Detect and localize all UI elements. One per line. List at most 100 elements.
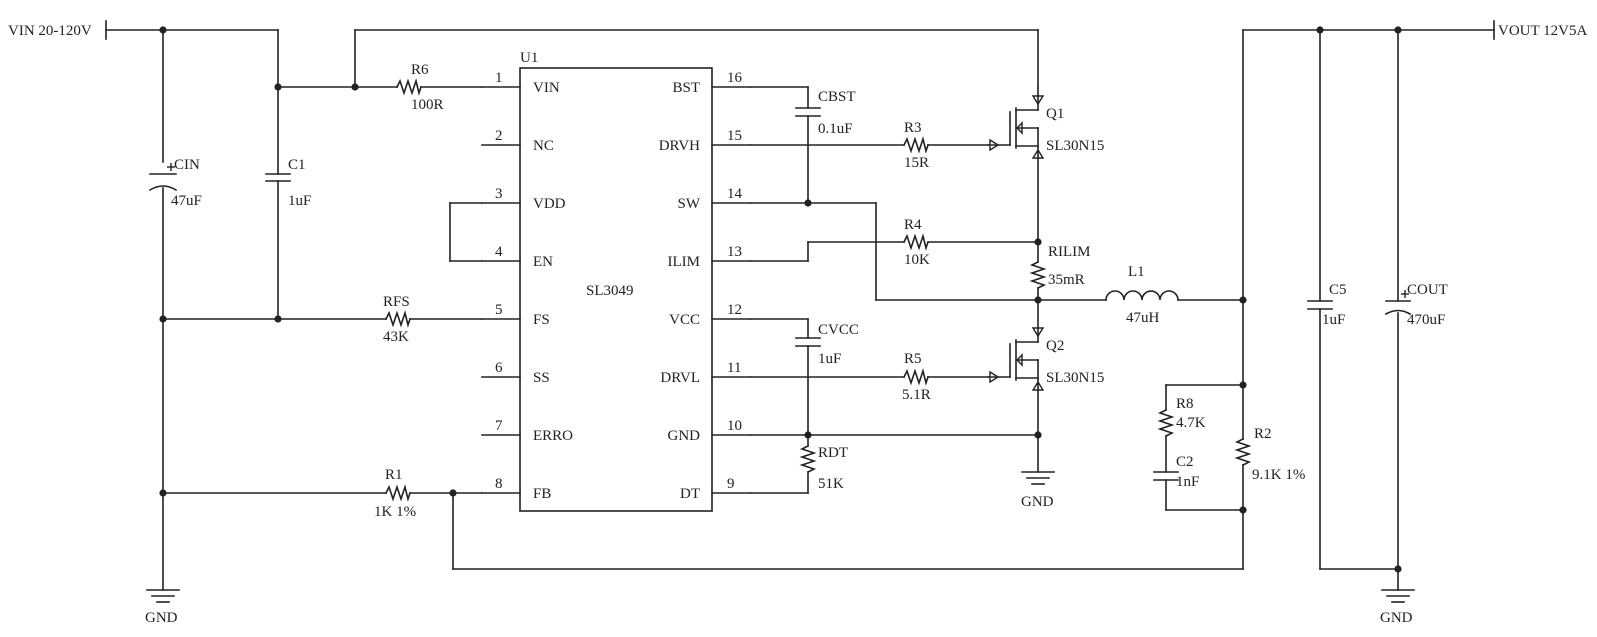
c1-capacitor-symbol xyxy=(265,173,291,320)
pin-name: SS xyxy=(533,370,550,386)
ic-part-label: SL3049 xyxy=(586,283,634,299)
gnd-symbol-left xyxy=(146,589,180,603)
r3-ref-label: R3 xyxy=(904,120,922,136)
r4-ref-label: R4 xyxy=(904,217,922,233)
vout-net-label: VOUT 12V5A xyxy=(1498,23,1587,39)
c1-value-label: 1uF xyxy=(288,193,311,209)
pin-name: DRVH xyxy=(659,138,700,154)
cin-ref-label: CIN xyxy=(174,157,200,173)
cvcc-capacitor-symbol xyxy=(795,337,821,347)
c2-value-label: 1nF xyxy=(1176,474,1199,490)
pin-number: 15 xyxy=(727,128,742,144)
rdt-ref-label: RDT xyxy=(818,445,848,461)
r2-ref-label: R2 xyxy=(1254,426,1272,442)
ic-ref-label: U1 xyxy=(520,50,538,66)
pin-number: 6 xyxy=(495,360,503,376)
junction-dot xyxy=(274,83,282,91)
cvcc-ref-label: CVCC xyxy=(818,322,859,338)
rfs-ref-label: RFS xyxy=(383,294,410,310)
bst-net-wires xyxy=(749,86,809,204)
r4-value-label: 10K xyxy=(904,252,930,268)
pin-name: GND xyxy=(668,428,701,444)
dt-net-wires xyxy=(749,471,809,494)
c2-capacitor-symbol xyxy=(1153,471,1179,481)
c1-ref-label: C1 xyxy=(288,157,306,173)
junction-dot xyxy=(1239,506,1247,514)
l1-ref-label: L1 xyxy=(1128,264,1145,280)
pin-number: 12 xyxy=(727,302,742,318)
pin-name: DT xyxy=(680,486,700,502)
r2-resistor-symbol xyxy=(1234,437,1252,467)
r1-value-label: 1K 1% xyxy=(374,504,416,520)
pin-number: 4 xyxy=(495,244,503,260)
pin-number: 5 xyxy=(495,302,503,318)
rilim-value-label: 35mR xyxy=(1048,272,1085,288)
junction-dot xyxy=(449,489,457,497)
r6-resistor-symbol xyxy=(395,78,423,96)
r6-ref-label: R6 xyxy=(411,62,429,78)
gnd-label-left: GND xyxy=(145,610,178,626)
pin-number: 10 xyxy=(727,418,742,434)
gnd-symbol-middle xyxy=(1021,471,1055,485)
pin-name: ERRO xyxy=(533,428,573,444)
ic-left-pins xyxy=(481,86,521,494)
c5-ref-label: C5 xyxy=(1329,282,1347,298)
r5-resistor-symbol xyxy=(902,368,930,386)
pin-name: VCC xyxy=(669,312,700,328)
pin-number: 2 xyxy=(495,128,503,144)
fb-net-wires xyxy=(162,492,1244,570)
junction-dot xyxy=(351,83,359,91)
pin-number: 13 xyxy=(727,244,742,260)
pin-number: 14 xyxy=(727,186,743,202)
pin-name: DRVL xyxy=(660,370,700,386)
c2-ref-label: C2 xyxy=(1176,454,1194,470)
junction-dot xyxy=(159,315,167,323)
junction-dot xyxy=(804,199,812,207)
ilim-net-wires xyxy=(749,241,1039,262)
cbst-ref-label: CBST xyxy=(818,89,856,105)
c5-value-label: 1uF xyxy=(1322,312,1345,328)
pin-number: 9 xyxy=(727,476,735,492)
r8-ref-label: R8 xyxy=(1176,396,1194,412)
junction-dot xyxy=(1394,565,1402,573)
junction-dot xyxy=(159,26,167,34)
cout-ref-label: COUT xyxy=(1407,282,1448,298)
r4-resistor-symbol xyxy=(902,233,930,251)
pin-number: 16 xyxy=(727,70,743,86)
pin-number: 7 xyxy=(495,418,503,434)
gnd-label-right: GND xyxy=(1380,610,1413,626)
junction-dot xyxy=(1316,26,1324,34)
gnd-label-middle: GND xyxy=(1021,494,1054,510)
r3-value-label: 15R xyxy=(904,155,929,171)
r1-ref-label: R1 xyxy=(385,467,403,483)
junction-dot xyxy=(274,315,282,323)
vin-net-wires xyxy=(105,20,1039,591)
vdd-en-tie-wire xyxy=(449,202,483,262)
l1-value-label: 47uH xyxy=(1126,310,1160,326)
r8-value-label: 4.7K xyxy=(1176,415,1206,431)
rilim-ref-label: RILIM xyxy=(1048,244,1091,260)
q2-ref-label: Q2 xyxy=(1046,338,1064,354)
pin-number: 1 xyxy=(495,70,503,86)
pin-name: EN xyxy=(533,254,553,270)
pin-number: 3 xyxy=(495,186,503,202)
gnd-symbol-right xyxy=(1381,589,1415,603)
pin-number: 8 xyxy=(495,476,503,492)
vcc-net-wires xyxy=(749,318,809,447)
rilim-resistor-symbol xyxy=(1029,260,1047,290)
rdt-value-label: 51K xyxy=(818,476,844,492)
feedback-divider-wires xyxy=(1165,384,1244,570)
cbst-value-label: 0.1uF xyxy=(818,121,853,137)
ic-right-pins xyxy=(711,86,751,494)
r3-resistor-symbol xyxy=(902,136,930,154)
sw-net-wires xyxy=(749,202,1107,301)
junction-dot xyxy=(804,431,812,439)
vout-net-wires xyxy=(1242,20,1495,591)
junction-dot xyxy=(1394,26,1402,34)
rfs-resistor-symbol xyxy=(384,310,412,328)
pin-name: SW xyxy=(678,196,701,212)
r5-ref-label: R5 xyxy=(904,351,922,367)
cout-capacitor-symbol xyxy=(1384,290,1412,316)
q2-value-label: SL30N15 xyxy=(1046,370,1104,386)
